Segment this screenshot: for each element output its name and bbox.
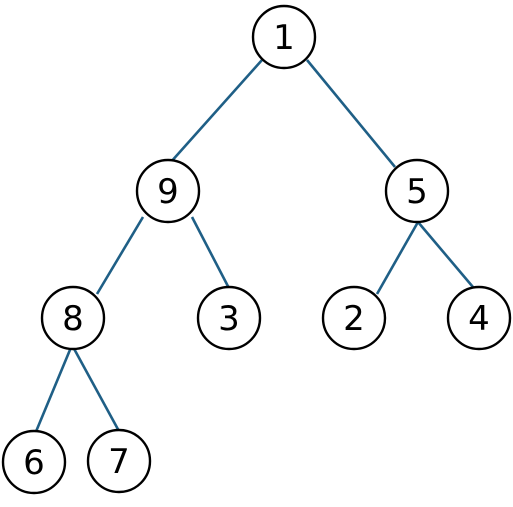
node-3-circle xyxy=(196,285,262,351)
node-1: 1 xyxy=(251,4,317,70)
edge-8-7 xyxy=(70,344,122,434)
node-4: 4 xyxy=(446,285,512,351)
node-2-label: 2 xyxy=(343,299,365,339)
node-4-label: 4 xyxy=(468,299,490,339)
node-6-circle xyxy=(1,429,67,495)
edge-8-6 xyxy=(33,344,74,435)
node-8-circle xyxy=(40,285,106,351)
node-9-circle xyxy=(135,158,201,224)
node-2-circle xyxy=(321,285,387,351)
edge-5-4 xyxy=(417,221,479,294)
tree-edges xyxy=(33,59,479,435)
node-9-label: 9 xyxy=(157,172,179,212)
node-1-circle xyxy=(251,4,317,70)
node-5: 5 xyxy=(384,158,450,224)
node-5-label: 5 xyxy=(406,172,428,212)
node-8-label: 8 xyxy=(62,299,84,339)
edge-5-2 xyxy=(375,221,420,295)
node-6-label: 6 xyxy=(23,443,45,483)
node-4-circle xyxy=(446,285,512,351)
edge-9-3 xyxy=(190,216,234,295)
node-7-circle xyxy=(86,428,152,494)
edge-1-9 xyxy=(169,59,263,164)
node-8: 8 xyxy=(40,285,106,351)
node-1-label: 1 xyxy=(273,18,295,58)
node-9: 9 xyxy=(135,158,201,224)
edge-9-8 xyxy=(95,216,145,295)
node-7: 7 xyxy=(86,428,152,494)
node-7-label: 7 xyxy=(108,442,130,482)
node-2: 2 xyxy=(321,285,387,351)
node-3: 3 xyxy=(196,285,262,351)
node-5-circle xyxy=(384,158,450,224)
edge-1-5 xyxy=(305,59,397,168)
node-3-label: 3 xyxy=(218,299,240,339)
node-6: 6 xyxy=(1,429,67,495)
tree-nodes: 1 9 5 8 3 2 4 6 xyxy=(1,4,512,495)
